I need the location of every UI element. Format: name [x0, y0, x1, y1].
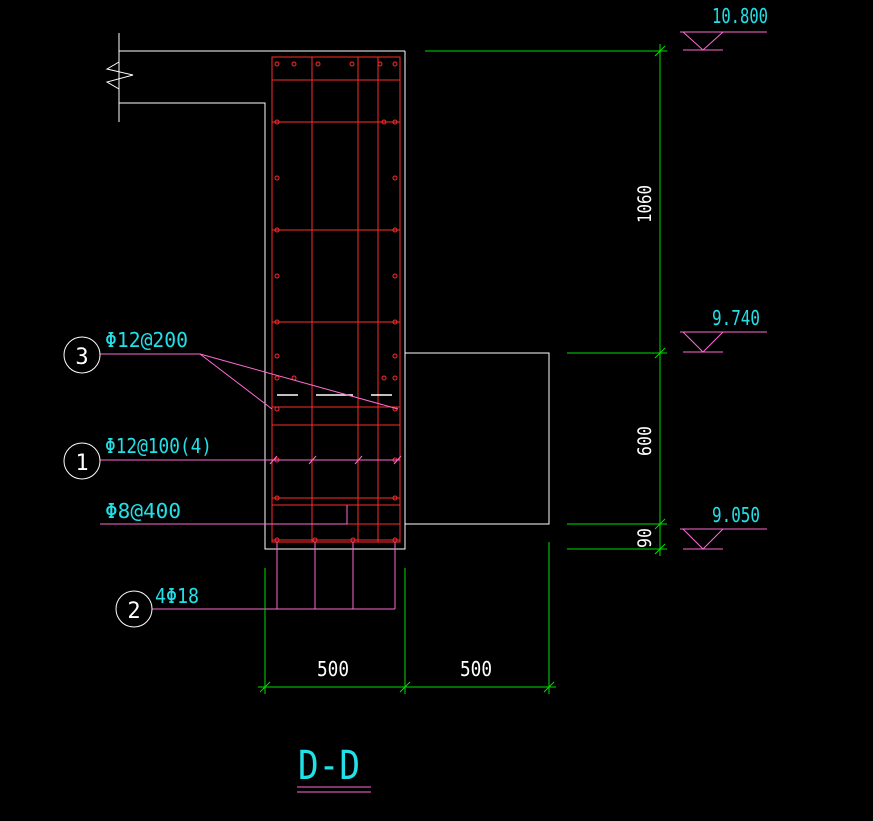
leader-phi8 — [100, 505, 348, 525]
elev-triangle-top — [682, 31, 724, 51]
bar-section — [315, 61, 321, 67]
section-title: D-D — [298, 743, 360, 789]
bar-section — [392, 61, 398, 67]
callout-number-1: 1 — [75, 451, 88, 476]
concrete-outline — [105, 33, 550, 550]
callout-number-3: 3 — [75, 345, 88, 370]
callout-circle-1 — [63, 442, 101, 480]
bar-section — [392, 495, 398, 501]
annotations: 3 1 2 Φ12@200 Φ12@100(4) Φ8@400 4Φ18 10.… — [75, 4, 768, 789]
bar-section — [274, 353, 280, 359]
bar-section — [381, 119, 387, 125]
dim-label-500-right: 500 — [460, 657, 492, 681]
break-symbol — [105, 61, 134, 90]
bar-section — [392, 353, 398, 359]
bar-section — [392, 175, 398, 181]
bar-section — [381, 375, 387, 381]
tick — [393, 455, 402, 465]
stirrup-ticks — [269, 455, 402, 465]
dim-label-500-left: 500 — [317, 657, 349, 681]
dim-tick — [399, 681, 411, 693]
dim-label-1060: 1060 — [634, 185, 656, 223]
leader-3-branch-a — [199, 353, 273, 410]
elevation-mid: 9.740 — [712, 306, 760, 330]
bar-section — [349, 61, 355, 67]
bar-section — [274, 406, 280, 412]
dim-label-90: 90 — [634, 528, 656, 548]
stirrup-outer — [271, 56, 401, 543]
dim-tick — [654, 518, 666, 530]
slab-bottom-edge — [119, 51, 406, 550]
rebar-cage — [271, 56, 401, 543]
bar-section — [274, 227, 280, 233]
callout-circle-2 — [115, 590, 153, 628]
dim-tick — [654, 543, 666, 555]
elev-triangle-mid — [682, 331, 724, 353]
bar-section — [274, 175, 280, 181]
tick — [269, 455, 278, 465]
bar-section — [274, 495, 280, 501]
dim-tick — [654, 347, 666, 359]
bar-section — [392, 319, 398, 325]
callout-leaders — [100, 31, 767, 610]
elevation-top: 10.800 — [712, 4, 768, 28]
callout-label-1: Φ12@100(4) — [105, 434, 212, 458]
elev-triangle-low — [682, 528, 724, 550]
bar-section — [274, 375, 280, 381]
bar-section — [291, 61, 297, 67]
dimension-lines — [258, 44, 667, 694]
tick — [308, 455, 317, 465]
bar-section — [274, 273, 280, 279]
dim-label-600: 600 — [634, 426, 656, 456]
bar-section — [377, 61, 383, 67]
bar-section — [392, 273, 398, 279]
dim-tick — [654, 45, 666, 57]
title-underline — [297, 786, 371, 793]
callout-label-phi8: Φ8@400 — [105, 499, 181, 523]
ledge-outline — [405, 352, 550, 525]
bar-section — [274, 319, 280, 325]
bar-section — [392, 375, 398, 381]
tick — [354, 455, 363, 465]
bar-sections — [274, 61, 398, 543]
elevation-low: 9.050 — [712, 503, 760, 527]
callout-bubbles — [63, 336, 153, 628]
dim-tick — [259, 681, 271, 693]
dim-tick — [543, 681, 555, 693]
leader-3-branch-b — [199, 353, 399, 410]
bar-section — [274, 61, 280, 67]
callout-label-2: 4Φ18 — [155, 584, 199, 608]
bar-section — [392, 227, 398, 233]
callout-circle-3 — [63, 336, 101, 374]
bar-section — [274, 119, 280, 125]
callout-label-3: Φ12@200 — [105, 328, 188, 352]
callout-number-2: 2 — [127, 599, 140, 624]
bar-section — [392, 119, 398, 125]
